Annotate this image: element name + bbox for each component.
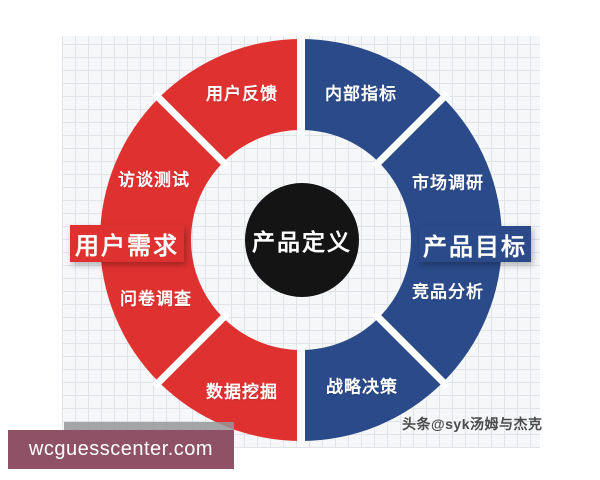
site-watermark-bar: wcguesscenter.com [8,430,234,469]
right-half-label-box: 产品目标 [419,226,531,262]
segment-label-interview-testing: 访谈测试 [118,170,190,190]
segment-label-internal-metrics: 内部指标 [325,84,397,104]
left-half-label-box: 用户需求 [70,225,184,262]
right-half-label: 产品目标 [423,233,527,261]
segment-label-data-mining: 数据挖掘 [206,382,278,402]
blue-half-ring [301,39,502,441]
segment-gaps [152,33,450,447]
red-half-ring [100,39,301,441]
segment-label-competitor-analysis: 竞品分析 [412,282,484,302]
segment-label-strategic-decision: 战略决策 [326,377,398,397]
center-circle: 产品定义 [245,183,359,297]
left-half-label: 用户需求 [75,233,179,260]
segment-label-market-research: 市场调研 [412,173,484,193]
site-watermark-text: wcguesscenter.com [28,438,214,460]
author-credit: 头条@syk汤姆与杰克 [402,416,543,432]
segment-label-user-feedback: 用户反馈 [206,84,278,104]
segment-label-questionnaire: 问卷调查 [120,289,192,309]
center-label: 产品定义 [252,229,352,255]
